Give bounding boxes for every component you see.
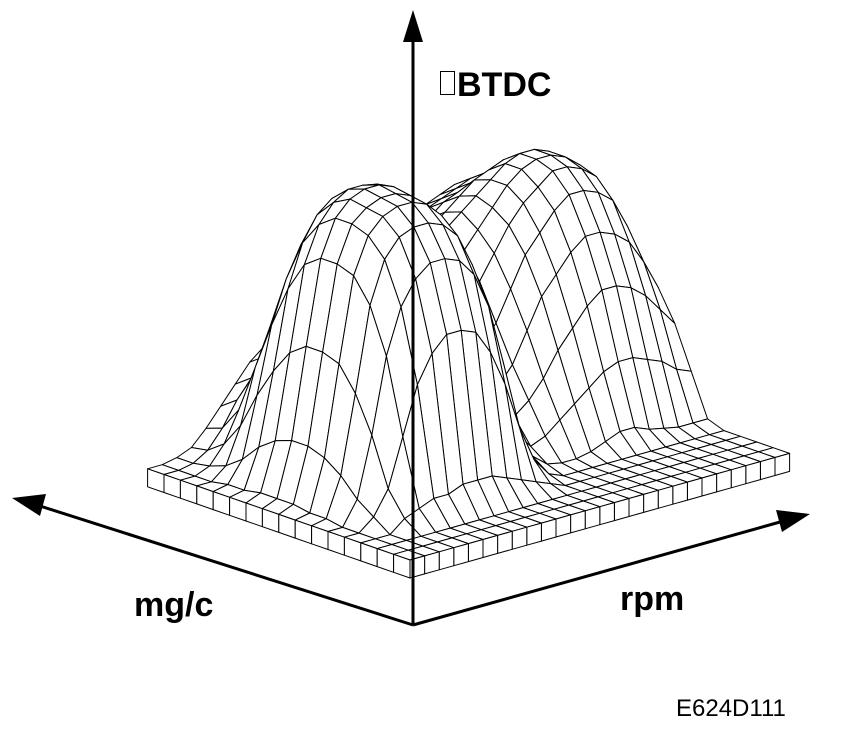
side-wall-strip bbox=[628, 493, 645, 517]
side-wall-strip bbox=[438, 547, 455, 571]
side-wall-strip bbox=[774, 452, 791, 476]
left-axis-line bbox=[39, 504, 414, 627]
side-wall-strip bbox=[745, 461, 761, 485]
figure-id: E624D111 bbox=[676, 695, 786, 722]
side-wall-strip bbox=[511, 526, 528, 550]
side-wall-strip bbox=[657, 485, 674, 509]
side-wall-strip bbox=[599, 502, 615, 526]
side-wall-strip bbox=[482, 534, 499, 558]
mesh-surface bbox=[147, 148, 791, 579]
side-wall-strip bbox=[540, 518, 557, 542]
right-axis-arrowhead bbox=[776, 510, 810, 532]
side-wall-strip bbox=[584, 506, 601, 530]
right-axis-line bbox=[412, 520, 781, 627]
left-axis-arrowhead bbox=[12, 494, 46, 516]
right-axis-label: rpm bbox=[620, 580, 685, 618]
side-wall-strip bbox=[467, 539, 484, 563]
vertical-axis-label-text: BTDC bbox=[457, 66, 552, 104]
side-wall-strip bbox=[497, 530, 513, 554]
side-wall-strip bbox=[643, 489, 659, 513]
side-wall-strip bbox=[759, 457, 776, 481]
side-wall-strip bbox=[570, 510, 586, 534]
side-wall-strip bbox=[555, 514, 572, 538]
vertical-axis-arrowhead bbox=[403, 10, 423, 42]
side-wall-strip bbox=[526, 522, 542, 546]
side-wall-strip bbox=[701, 473, 718, 497]
vertical-axis-label: BTDC bbox=[440, 66, 551, 105]
side-wall-strip bbox=[613, 498, 630, 522]
side-wall-strip bbox=[672, 481, 688, 505]
side-wall-strip bbox=[716, 469, 732, 493]
missing-glyph-box bbox=[440, 71, 455, 95]
side-wall-strip bbox=[686, 477, 703, 501]
side-wall-strip bbox=[424, 551, 440, 575]
side-wall-strip bbox=[730, 465, 747, 489]
side-wall-strip bbox=[453, 543, 469, 567]
axes bbox=[12, 10, 810, 627]
left-axis-label: mg/c bbox=[134, 586, 214, 624]
